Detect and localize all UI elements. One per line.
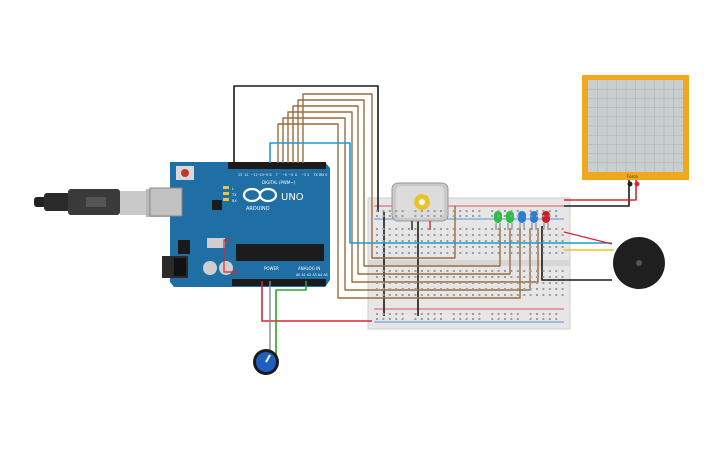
- digital-pin-label: 8: [270, 173, 272, 177]
- force-sensor-label: Force: [627, 174, 638, 179]
- wires: [223, 85, 637, 356]
- wire-brown[interactable]: [282, 117, 531, 291]
- digital-pin-label: ~5: [288, 173, 293, 177]
- arduino-logo-text: ARDUINO: [246, 206, 270, 212]
- analog-pin-label: A0: [296, 273, 300, 277]
- wire-brown[interactable]: [287, 111, 539, 283]
- rx-label: RX: [232, 199, 237, 203]
- analog-pin-label: A2: [307, 273, 311, 277]
- wire-red[interactable]: [564, 180, 637, 201]
- piezo-buzzer[interactable]: [613, 237, 665, 289]
- wire-red[interactable]: [223, 239, 240, 273]
- power-header-label: POWER: [264, 266, 279, 271]
- wire-red[interactable]: [261, 281, 372, 322]
- l-label: L: [232, 187, 234, 191]
- wire-brown[interactable]: [292, 105, 511, 275]
- analog-pin-label: A1: [302, 273, 306, 277]
- analog-pin-label: A4: [318, 273, 322, 277]
- wire-black[interactable]: [541, 226, 612, 281]
- digital-header-label: DIGITAL (PWM~): [262, 180, 296, 185]
- breadboard-holes: [376, 210, 564, 320]
- wire-brown[interactable]: [302, 93, 456, 259]
- digital-pin-label: TX 1: [313, 173, 321, 177]
- digital-pin-label: RX 0: [320, 173, 327, 177]
- digital-pin-label: ~10: [257, 173, 264, 177]
- digital-pin-label: ~11: [251, 173, 258, 177]
- digital-pin-label: 12: [244, 173, 248, 177]
- wire-brown[interactable]: [297, 99, 501, 267]
- digital-pin-label: 2: [307, 173, 309, 177]
- arduino-model-label: UNO: [281, 192, 304, 203]
- analog-pin-label: A3: [313, 273, 317, 277]
- arduino-uno-board[interactable]: [149, 162, 330, 287]
- led-blue[interactable]: [530, 211, 538, 230]
- tx-label: TX: [231, 193, 237, 197]
- digital-pin-label: ~3: [301, 173, 306, 177]
- force-sensor-grid: [588, 80, 683, 172]
- digital-pin-label: ~9: [263, 173, 268, 177]
- wire-blue[interactable]: [269, 142, 612, 244]
- wire-brown[interactable]: [277, 123, 521, 299]
- wire-red[interactable]: [563, 231, 613, 245]
- digital-pin-label: 13: [238, 173, 242, 177]
- digital-pin-label: ~6: [282, 173, 287, 177]
- wire-green[interactable]: [275, 281, 307, 356]
- analog-header-label: ANALOG IN: [298, 266, 320, 271]
- wire-black[interactable]: [564, 180, 630, 207]
- analog-pin-label: A5: [324, 273, 328, 277]
- arduino-logo-icon: [242, 187, 278, 203]
- digital-pin-label: 4: [295, 173, 297, 177]
- potentiometer[interactable]: [253, 349, 279, 375]
- digital-pin-label: 7: [276, 173, 278, 177]
- wire-black[interactable]: [233, 85, 379, 212]
